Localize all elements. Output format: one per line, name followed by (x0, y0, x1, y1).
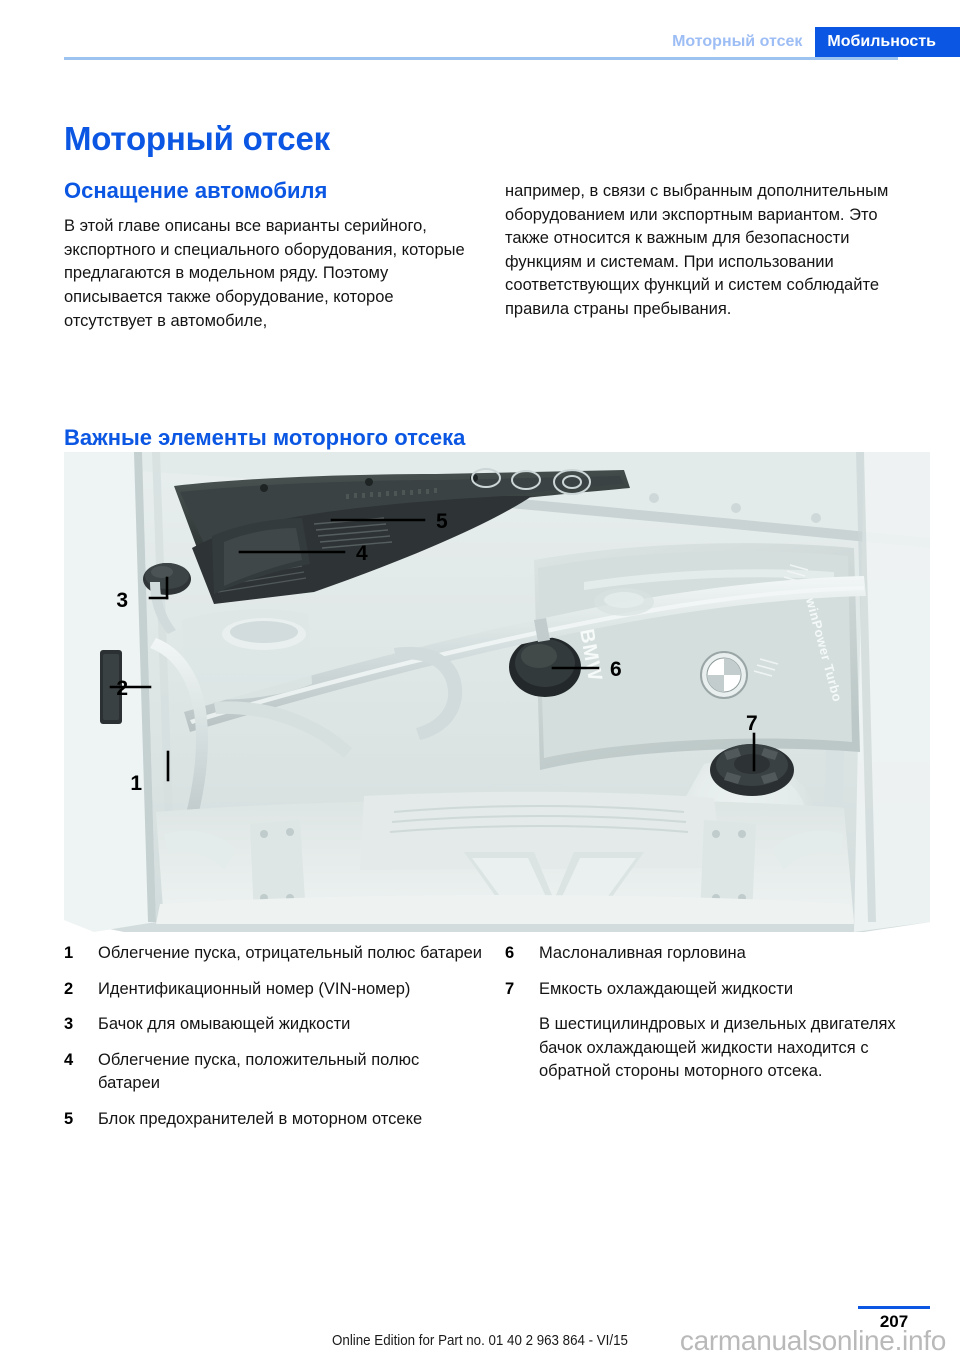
callout-2: 2 (116, 677, 128, 700)
legend-item: 4 Облегчение пуска, положительный полюс … (64, 1049, 484, 1096)
callout-leader-lines (109, 518, 756, 782)
intro-paragraph-right: например, в связи с выбранным дополнител… (505, 182, 889, 318)
legend-number: 4 (64, 1050, 74, 1069)
oil-filler-cap (509, 637, 581, 697)
legend-number: 3 (64, 1015, 74, 1034)
footer-accent-rule (858, 1306, 930, 1309)
section-heading-equipment: Оснащение автомобиля (64, 178, 328, 203)
legend-label: Емкость охлаждающей жидкости (539, 979, 794, 998)
engine-bay-diagram: TwinPower Turbo BMW (64, 452, 930, 932)
legend-label: Облегчение пуска, отрицательный полюс ба… (98, 944, 483, 962)
callout-3: 3 (116, 589, 128, 612)
intro-two-column-block: Оснащение автомобиля В этой главе описан… (64, 178, 930, 333)
legend-column-left: 1 Облегчение пуска, отрицательный полюс … (64, 942, 484, 1144)
legend-label: Идентификационный номер (VIN-номер) (98, 979, 411, 998)
tab-motornyy-otsek[interactable]: Моторный отсек (662, 27, 816, 57)
legend-label: Облегчение пуска, положительный полюс ба… (98, 1050, 420, 1093)
engine-bay-illustration: TwinPower Turbo BMW (64, 452, 930, 932)
page-number: 207 (879, 1312, 909, 1331)
callout-4: 4 (356, 542, 368, 565)
callout-6: 6 (610, 658, 622, 681)
legend-label: Маслоналивная горловина (539, 944, 746, 962)
callout-5: 5 (436, 510, 448, 533)
legend-label: Бачок для омывающей жидкости (98, 1015, 351, 1034)
legend-label: Блок предохранителей в моторном отсеке (98, 1109, 423, 1128)
page-title: Моторный отсек (64, 120, 330, 158)
tab-mobilnost[interactable]: Мобильность (815, 27, 960, 57)
header-tab-group: Моторный отсек Мобильность (662, 27, 960, 57)
legend-number: 6 (505, 944, 515, 962)
legend-note-coolant: В шестицилиндровых и дизельных двигателя… (539, 1015, 896, 1081)
intro-column-left: Оснащение автомобиля В этой главе описан… (64, 178, 484, 333)
callout-1: 1 (130, 772, 142, 795)
footer-edition-line: Online Edition for Part no. 01 40 2 963 … (332, 1333, 628, 1349)
callout-7: 7 (746, 712, 758, 735)
figure-legend: 1 Облегчение пуска, отрицательный полюс … (64, 942, 930, 1144)
bmw-roundel-icon (700, 651, 748, 699)
legend-item: 3 Бачок для омывающей жидкости (64, 1013, 484, 1037)
legend-number: 5 (64, 1109, 74, 1128)
callout-numbers: 5 4 3 2 1 6 7 (116, 510, 757, 795)
legend-column-right: 6 Маслоналивная горловина 7 Емкость охла… (505, 942, 925, 1144)
legend-item: 5 Блок предохранителей в моторном отсеке (64, 1108, 484, 1132)
section-heading-important-components: Важные элементы моторного отсека (64, 425, 466, 451)
page-running-header: Моторный отсек Мобильность (0, 0, 960, 64)
legend-number: 7 (505, 979, 515, 998)
legend-number: 1 (64, 944, 74, 962)
legend-item: 2 Идентификационный номер (VIN-номер) (64, 978, 484, 1002)
header-divider-rule (64, 57, 898, 60)
legend-item: 7 Емкость охлаждающей жидкости (505, 978, 925, 1002)
legend-number: 2 (64, 979, 74, 998)
intro-paragraph-left: В этой главе описаны все варианты серийн… (64, 217, 465, 330)
legend-item: 1 Облегчение пуска, отрицательный полюс … (64, 942, 484, 966)
legend-item: 6 Маслоналивная горловина (505, 942, 925, 966)
intro-column-right: например, в связи с выбранным дополнител… (505, 178, 925, 333)
